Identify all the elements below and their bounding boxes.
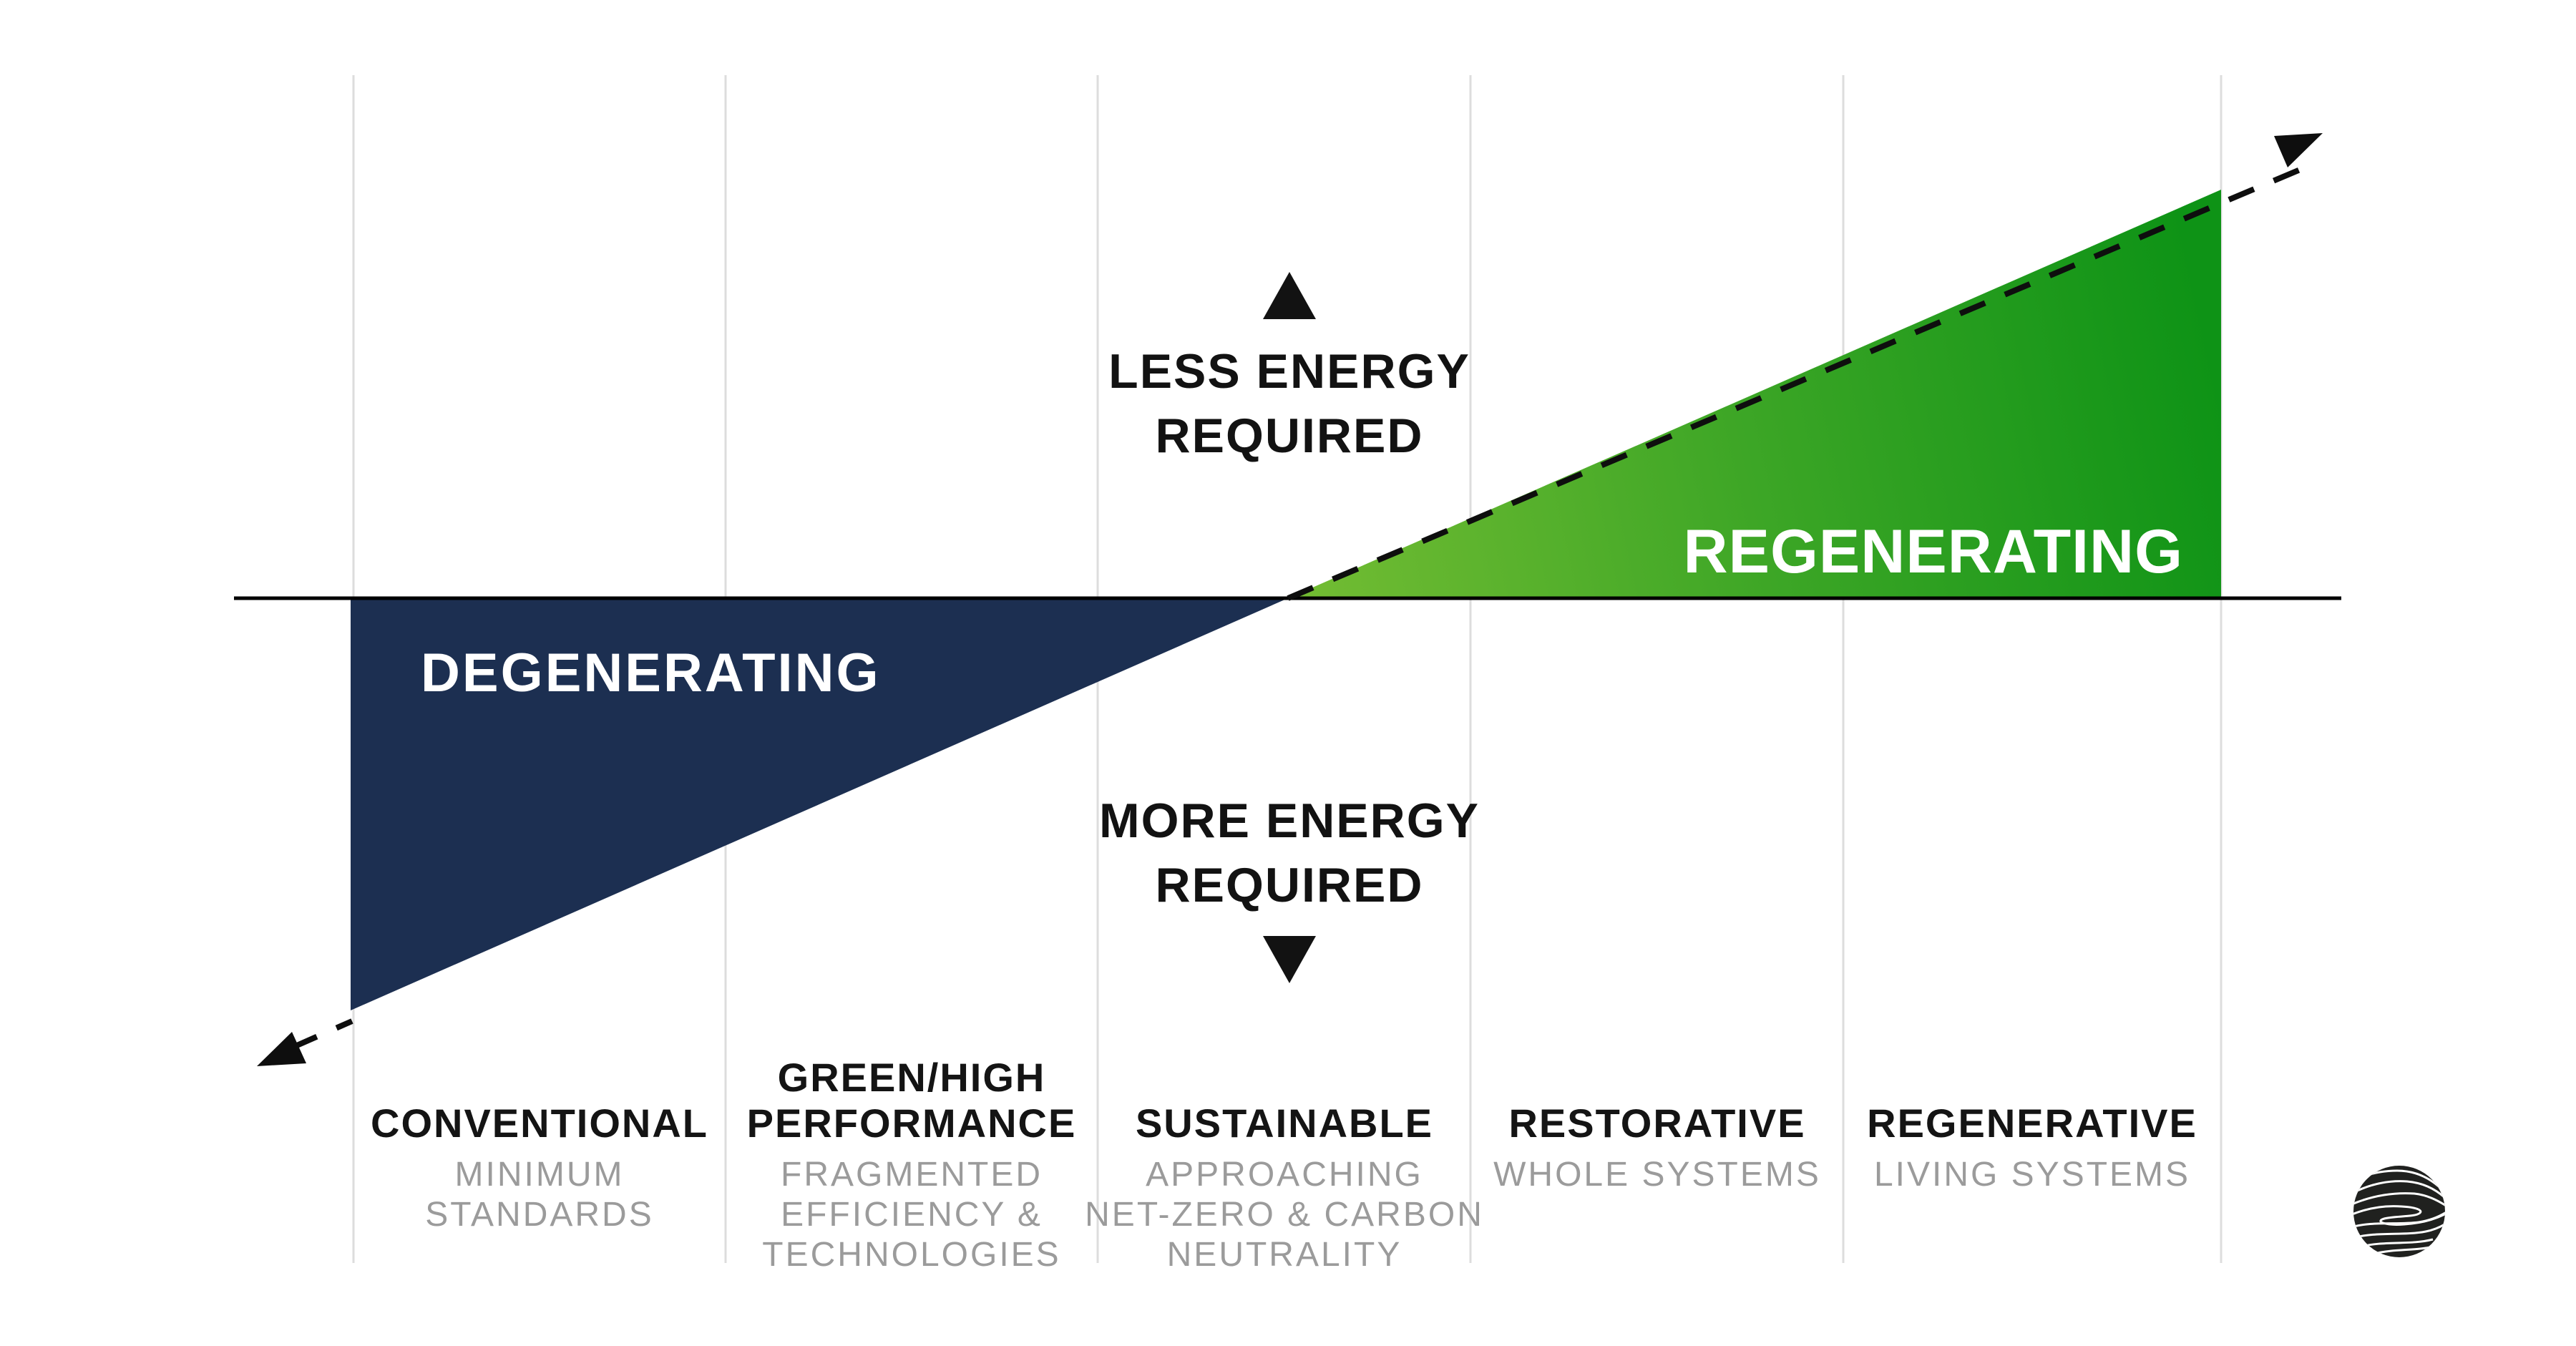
more-energy-block: MORE ENERGY REQUIRED (1073, 789, 1506, 983)
wood-grain-logo-icon (2353, 1166, 2445, 1257)
arrowhead-upper-right-icon (2274, 133, 2323, 167)
stage-name: SUSTAINABLE (1135, 1101, 1434, 1146)
trajectory-dashed-line-lower (291, 1018, 353, 1050)
stage-description: MINIMUM STANDARDS (425, 1156, 654, 1234)
up-triangle-icon (1263, 272, 1316, 319)
regenerating-label: REGENERATING (1683, 517, 2183, 586)
degenerating-label: DEGENERATING (421, 643, 881, 703)
stage-column-sustainable: SUSTAINABLE APPROACHING NET-ZERO & CARBO… (1084, 1039, 1485, 1275)
degenerating-triangle (351, 598, 1288, 1010)
stage-description: FRAGMENTED EFFICIENCY & TECHNOLOGIES (762, 1156, 1061, 1274)
stage-description: LIVING SYSTEMS (1873, 1156, 2191, 1194)
stage-column-restorative: RESTORATIVE WHOLE SYSTEMS (1457, 1039, 1858, 1195)
regenerating-triangle (1288, 190, 2221, 598)
less-energy-block: LESS ENERGY REQUIRED (1073, 272, 1506, 468)
stage-description: APPROACHING NET-ZERO & CARBON NEUTRALITY (1085, 1156, 1484, 1274)
less-energy-label: LESS ENERGY REQUIRED (1108, 344, 1470, 463)
stage-column-green-high-performance: GREEN/HIGH PERFORMANCE FRAGMENTED EFFICI… (711, 1039, 1112, 1275)
down-triangle-icon (1263, 936, 1316, 983)
trajectory-dashed-line-upper (1287, 160, 2318, 601)
arrowhead-lower-left-icon (257, 1032, 306, 1066)
stage-description: WHOLE SYSTEMS (1493, 1156, 1821, 1194)
stage-column-conventional: CONVENTIONAL MINIMUM STANDARDS (339, 1039, 740, 1235)
stage-name: REGENERATIVE (1867, 1101, 2197, 1146)
stage-name: GREEN/HIGH PERFORMANCE (746, 1055, 1077, 1146)
stage-name: RESTORATIVE (1508, 1101, 1806, 1146)
stage-column-regenerative: REGENERATIVE LIVING SYSTEMS (1832, 1039, 2233, 1195)
more-energy-label: MORE ENERGY REQUIRED (1098, 794, 1480, 912)
stage-name: CONVENTIONAL (371, 1101, 708, 1146)
